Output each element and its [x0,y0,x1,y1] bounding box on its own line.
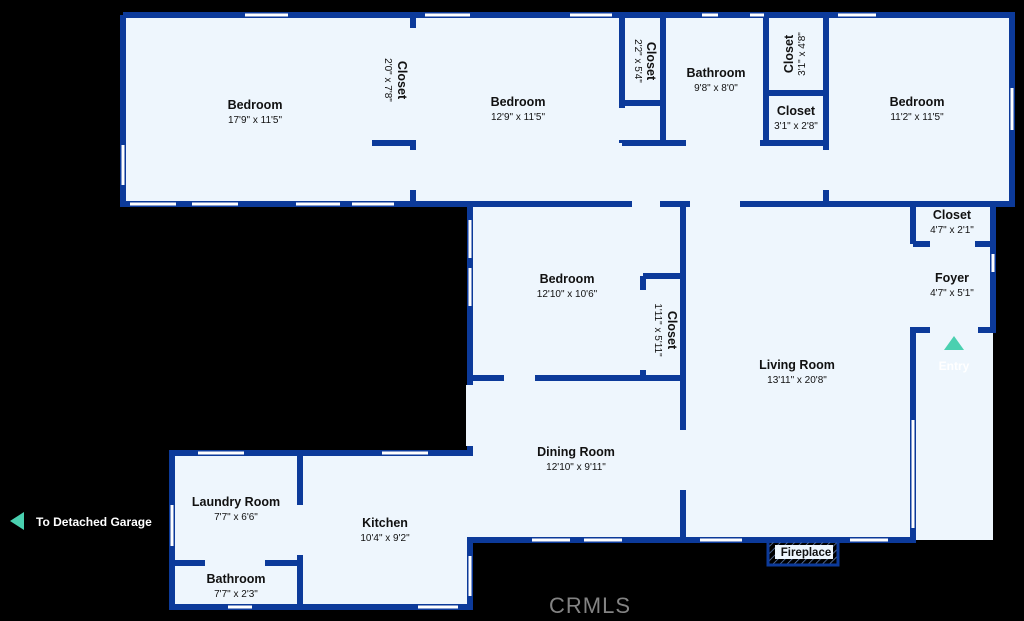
entry-marker: Entry [939,336,970,373]
room-dim-living-room: 13'11" x 20'8" [767,375,827,386]
fireplace: Fireplace [766,539,840,567]
room-dim-foyer: 4'7" x 5'1" [930,288,974,299]
garage-label: To Detached Garage [36,515,152,529]
entry-arrow-icon [944,336,964,350]
room-name-bedroom-4: Bedroom [540,272,595,286]
room-dim-kitchen: 10'4" x 9'2" [360,533,410,544]
room-name-closet-4: Closet [777,104,816,118]
room-dim-bedroom-1: 17'9" x 11'5" [228,115,283,126]
room-name-closet-3: Closet [782,34,796,73]
room-dim-laundry-room: 7'7" x 6'6" [214,512,258,523]
room-name-closet-2: Closet [644,42,658,81]
room-name-foyer: Foyer [935,271,969,285]
room-name-bedroom-2: Bedroom [491,95,546,109]
watermark: CRMLS [549,593,631,618]
room-name-closet-1: Closet [395,61,409,100]
room-name-living-room: Living Room [759,358,835,372]
room-name-kitchen: Kitchen [362,516,408,530]
room-dim-bedroom-2: 12'9" x 11'5" [491,112,546,123]
room-dim-closet-3: 3'1" x 4'8" [797,32,808,76]
room-dim-closet-1: 2'0" x 7'8" [382,58,393,102]
fireplace-label: Fireplace [781,547,832,559]
room-dim-bathroom-2: 7'7" x 2'3" [214,589,258,600]
room-name-bedroom-1: Bedroom [228,98,283,112]
room-name-dining-room: Dining Room [537,445,615,459]
room-dim-closet-2: 2'2" x 5'4" [632,39,643,83]
room-dim-closet-4: 3'1" x 2'8" [774,121,818,132]
room-dim-bedroom-3: 11'2" x 11'5" [890,112,944,123]
room-dim-dining-room: 12'10" x 9'11" [546,462,606,473]
room-name-laundry-room: Laundry Room [192,495,280,509]
room-name-bedroom-3: Bedroom [890,95,945,109]
floor-area [123,15,1012,607]
room-name-closet-6: Closet [933,208,972,222]
windows [121,13,1014,609]
room-dim-bathroom-1: 9'8" x 8'0" [694,83,738,94]
door-openings [205,28,978,567]
entry-label: Entry [939,359,970,373]
room-dim-bedroom-4: 12'10" x 10'6" [537,289,598,300]
room-dim-closet-6: 4'7" x 2'1" [930,225,974,236]
room-name-closet-5: Closet [665,311,679,350]
garage-arrow-icon [10,512,24,530]
room-name-bathroom-1: Bathroom [686,66,745,80]
room-labels: Bedroom 17'9" x 11'5" Closet 2'0" x 7'8"… [192,32,974,600]
garage-marker: To Detached Garage [10,512,152,530]
room-dim-closet-5: 1'11" x 5'11" [652,303,663,357]
room-name-bathroom-2: Bathroom [206,572,265,586]
